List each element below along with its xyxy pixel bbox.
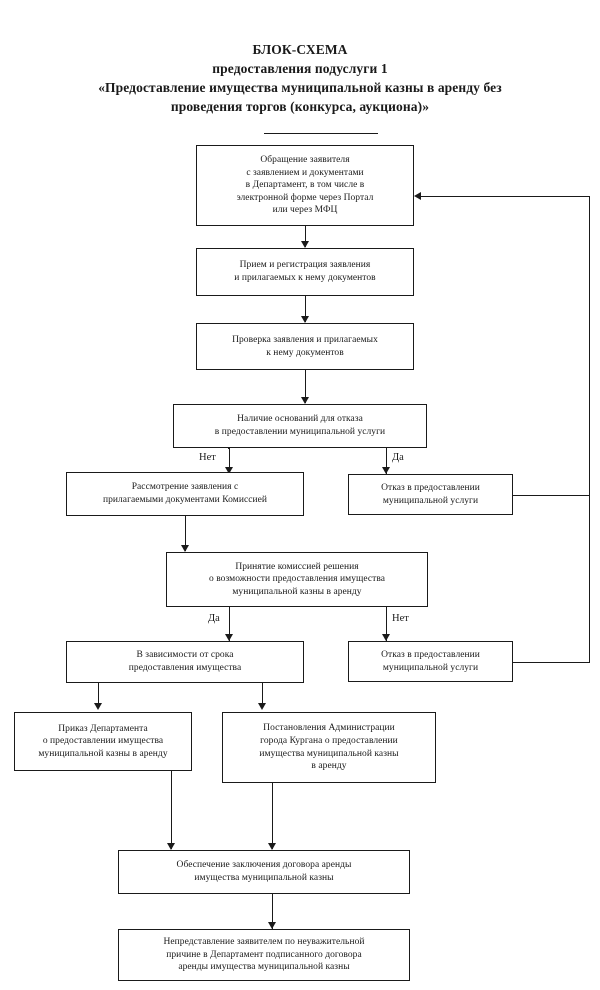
arrowhead-n3-n4	[301, 397, 309, 404]
node-term-dependency: В зависимости от срока предоставления им…	[66, 641, 304, 683]
arrowhead-n1-n2	[301, 241, 309, 248]
title-line-4: проведения торгов (конкурса, аукциона)»	[170, 99, 430, 114]
arrowhead-feedback-to-node-1	[414, 192, 421, 200]
arrowhead-n8-n11	[258, 703, 266, 710]
node-commission-decision: Принятие комиссией решения о возможности…	[166, 552, 428, 607]
connector-n7-n8	[229, 607, 230, 641]
connector-n8-n11	[262, 683, 263, 705]
connector-n2-n3	[305, 296, 306, 322]
node-label: Обеспечение заключения договора аренды и…	[176, 860, 352, 883]
node-label: Обращение заявителя с заявлением и докум…	[236, 155, 374, 216]
node-non-submission: Непредставление заявителем по неуважител…	[118, 929, 410, 981]
connector-n12-n13	[272, 894, 273, 929]
node-label: В зависимости от срока предоставления им…	[128, 650, 242, 673]
node-label: Отказ в предоставлении муниципальной усл…	[381, 649, 480, 673]
arrowhead-n12-n13	[268, 922, 276, 929]
feedback-h-from-refusal-1	[513, 495, 590, 496]
connector-n1-n2	[305, 226, 306, 247]
arrowhead-n5-n7	[181, 545, 189, 552]
connector-n5-n7	[185, 516, 186, 551]
connector-n11-n12	[272, 783, 273, 849]
node-refusal-service-2: Отказ в предоставлении муниципальной усл…	[348, 641, 513, 682]
arrowhead-n2-n3	[301, 316, 309, 323]
node-label: Прием и регистрация заявления и прилагае…	[234, 260, 376, 283]
branch-label-yes-1: Да	[392, 452, 404, 463]
node-contract-conclusion: Обеспечение заключения договора аренды и…	[118, 850, 410, 894]
arrowhead-n10-n12	[167, 843, 175, 850]
branch-label-no-1: Нет	[199, 452, 216, 463]
arrowhead-n7-n8	[225, 634, 233, 641]
connector-n3-n4	[305, 370, 306, 403]
connector-n8-n10	[98, 683, 99, 705]
title-divider	[264, 133, 378, 134]
node-document-check: Проверка заявления и прилагаемых к нему …	[196, 323, 414, 370]
title-line-1: БЛОК-СХЕМА	[252, 42, 348, 57]
feedback-h-from-refusal-2	[513, 662, 590, 663]
connector-n4-n5	[229, 448, 230, 478]
arrowhead-n4-n6	[382, 467, 390, 474]
feedback-h-to-node-1	[420, 196, 590, 197]
node-label: Проверка заявления и прилагаемых к нему …	[232, 334, 378, 358]
title-line-2: предоставления подуслуги 1	[212, 61, 388, 76]
node-label: Наличие оснований для отказа в предостав…	[214, 414, 386, 437]
title-line-3: «Предоставление имущества муниципальной …	[98, 80, 502, 95]
node-label: Принятие комиссией решения о возможности…	[208, 561, 386, 597]
node-label: Непредставление заявителем по неуважител…	[163, 937, 365, 973]
node-label: Отказ в предоставлении муниципальной усл…	[381, 482, 480, 506]
arrowhead-n11-n12	[268, 843, 276, 850]
branch-label-yes-2: Да	[208, 613, 220, 624]
node-refusal-grounds-decision: Наличие оснований для отказа в предостав…	[173, 404, 427, 448]
page-title: БЛОК-СХЕМА предоставления подуслуги 1 «П…	[0, 40, 600, 116]
node-label: Приказ Департамента о предоставлении иму…	[38, 723, 168, 759]
node-registration: Прием и регистрация заявления и прилагае…	[196, 248, 414, 296]
feedback-v-riser	[589, 196, 590, 663]
arrowhead-n8-n10	[94, 703, 102, 710]
node-label: Рассмотрение заявления с прилагаемыми до…	[102, 482, 268, 505]
arrowhead-n4-n5	[225, 467, 233, 474]
node-commission-review: Рассмотрение заявления с прилагаемыми до…	[66, 472, 304, 516]
connector-n10-n12	[171, 771, 172, 849]
node-application-submission: Обращение заявителя с заявлением и докум…	[196, 145, 414, 226]
branch-label-no-2: Нет	[392, 613, 409, 624]
node-department-order: Приказ Департамента о предоставлении иму…	[14, 712, 192, 771]
arrowhead-n7-n9	[382, 634, 390, 641]
node-refusal-service-1: Отказ в предоставлении муниципальной усл…	[348, 474, 513, 515]
connector-n7-n9	[386, 607, 387, 641]
connector-n4-n6	[386, 448, 387, 478]
node-administration-resolution: Постановления Администрации города Курга…	[222, 712, 436, 783]
node-label: Постановления Администрации города Курга…	[259, 723, 399, 772]
